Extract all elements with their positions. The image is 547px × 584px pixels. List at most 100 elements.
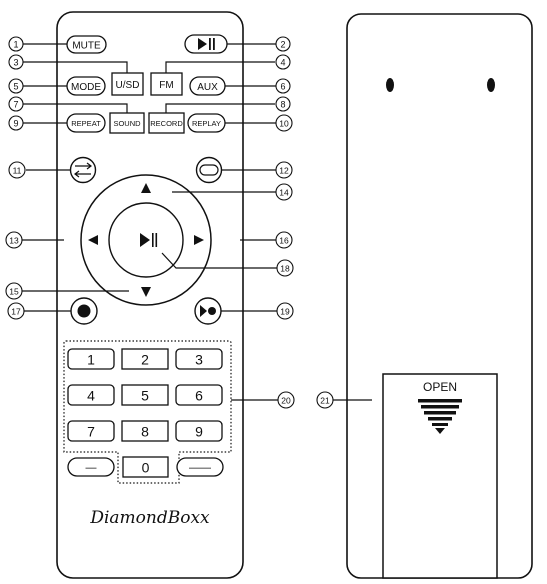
play-pause-button[interactable] xyxy=(184,34,228,54)
key-4[interactable]: 4 xyxy=(67,384,115,406)
svg-text:8: 8 xyxy=(280,100,285,110)
callout-14: 14 xyxy=(275,183,293,201)
svg-text:4: 4 xyxy=(280,58,285,68)
key-9[interactable]: 9 xyxy=(175,420,223,442)
record-dot-button[interactable] xyxy=(70,297,98,325)
center-play-icon xyxy=(140,233,150,247)
key-6-label: 6 xyxy=(195,388,203,404)
callout-8: 8 xyxy=(275,96,291,112)
record-text-button[interactable]: RECORD xyxy=(148,112,185,134)
play-icon xyxy=(198,38,207,50)
svg-text:19: 19 xyxy=(280,307,290,317)
svg-text:3: 3 xyxy=(13,58,18,68)
callout-13: 13 xyxy=(5,231,23,249)
key-3-label: 3 xyxy=(195,352,203,368)
left-arrow-icon[interactable] xyxy=(88,235,98,245)
svg-text:16: 16 xyxy=(279,236,289,246)
play-record-icon xyxy=(200,305,207,317)
replay-label: REPLAY xyxy=(192,119,221,128)
sound-label: SOUND xyxy=(113,119,141,128)
play-record-button[interactable] xyxy=(194,297,222,325)
open-label: OPEN xyxy=(423,380,457,394)
key-0-label: 0 xyxy=(142,460,150,476)
record-label: RECORD xyxy=(150,119,183,128)
svg-text:2: 2 xyxy=(280,40,285,50)
replay-button[interactable]: REPLAY xyxy=(187,113,226,133)
key-8-label: 8 xyxy=(141,424,149,440)
callout-3: 3 xyxy=(8,54,24,70)
battery-cover[interactable] xyxy=(382,373,498,579)
callout-lines xyxy=(22,43,372,401)
svg-text:20: 20 xyxy=(281,396,291,406)
back-screw-hole-left xyxy=(386,78,394,92)
repeat-button[interactable]: REPEAT xyxy=(66,113,106,133)
shuffle-button[interactable] xyxy=(69,156,97,184)
mute-button[interactable]: MUTE xyxy=(66,35,107,54)
dash-right-label: —— xyxy=(189,462,211,474)
svg-text:6: 6 xyxy=(280,82,285,92)
aux-label: AUX xyxy=(197,82,218,93)
svg-text:1: 1 xyxy=(13,40,18,50)
key-8[interactable]: 8 xyxy=(121,420,169,442)
numpad-frame xyxy=(63,340,232,484)
mode-label: MODE xyxy=(71,82,101,93)
svg-text:7: 7 xyxy=(13,100,18,110)
pause-bar-icon xyxy=(209,38,211,50)
svg-text:17: 17 xyxy=(11,307,21,317)
callout-12: 12 xyxy=(275,161,293,179)
numpad: 1 2 3 4 5 6 7 8 9 — 0 —— xyxy=(67,348,224,478)
svg-text:5: 5 xyxy=(13,82,18,92)
callout-15: 15 xyxy=(5,282,23,300)
callout-20: 20 xyxy=(277,391,295,409)
sound-button[interactable]: SOUND xyxy=(109,112,145,134)
aux-button[interactable]: AUX xyxy=(189,76,226,96)
fm-button[interactable]: FM xyxy=(150,72,183,96)
right-arrow-icon[interactable] xyxy=(194,235,204,245)
callout-17: 17 xyxy=(7,302,25,320)
callout-7: 7 xyxy=(8,96,24,112)
callout-10: 10 xyxy=(275,114,293,132)
open-arrow-icon xyxy=(418,399,462,434)
svg-text:14: 14 xyxy=(279,188,289,198)
callout-21: 21 xyxy=(316,391,334,409)
callout-1: 1 xyxy=(8,36,24,52)
callout-4: 4 xyxy=(275,54,291,70)
dash-left-button[interactable]: — xyxy=(67,457,115,477)
key-5[interactable]: 5 xyxy=(121,384,169,406)
callout-2: 2 xyxy=(275,36,291,52)
mute-label: MUTE xyxy=(72,41,101,52)
callout-9: 9 xyxy=(8,115,24,131)
callout-6: 6 xyxy=(275,78,291,94)
dash-right-button[interactable]: —— xyxy=(176,457,224,477)
key-1[interactable]: 1 xyxy=(67,348,115,370)
key-7-label: 7 xyxy=(87,424,95,440)
key-3[interactable]: 3 xyxy=(175,348,223,370)
down-arrow-icon[interactable] xyxy=(141,287,151,297)
callout-markers: 1 2 3 4 5 6 7 8 9 10 11 12 13 14 15 16 1… xyxy=(5,36,334,409)
callout-5: 5 xyxy=(8,78,24,94)
record-dot-icon xyxy=(77,304,91,318)
loop-button[interactable] xyxy=(195,156,223,184)
dash-left-label: — xyxy=(86,462,97,474)
svg-text:21: 21 xyxy=(320,396,330,406)
svg-text:18: 18 xyxy=(280,264,290,274)
fm-label: FM xyxy=(159,80,173,91)
key-7[interactable]: 7 xyxy=(67,420,115,442)
key-6[interactable]: 6 xyxy=(175,384,223,406)
svg-text:15: 15 xyxy=(9,287,19,297)
svg-text:10: 10 xyxy=(279,119,289,129)
repeat-label: REPEAT xyxy=(71,119,101,128)
callout-16: 16 xyxy=(275,231,293,249)
key-2[interactable]: 2 xyxy=(121,348,169,370)
callout-18: 18 xyxy=(276,259,294,277)
loop-icon xyxy=(199,164,219,176)
mode-button[interactable]: MODE xyxy=(66,76,106,96)
callout-19: 19 xyxy=(276,302,294,320)
key-5-label: 5 xyxy=(141,388,149,404)
usd-button[interactable]: U/SD xyxy=(111,72,144,96)
key-0[interactable]: 0 xyxy=(122,456,169,478)
center-play-pause-button[interactable] xyxy=(108,202,184,278)
usd-label: U/SD xyxy=(116,80,140,91)
up-arrow-icon[interactable] xyxy=(141,183,151,193)
